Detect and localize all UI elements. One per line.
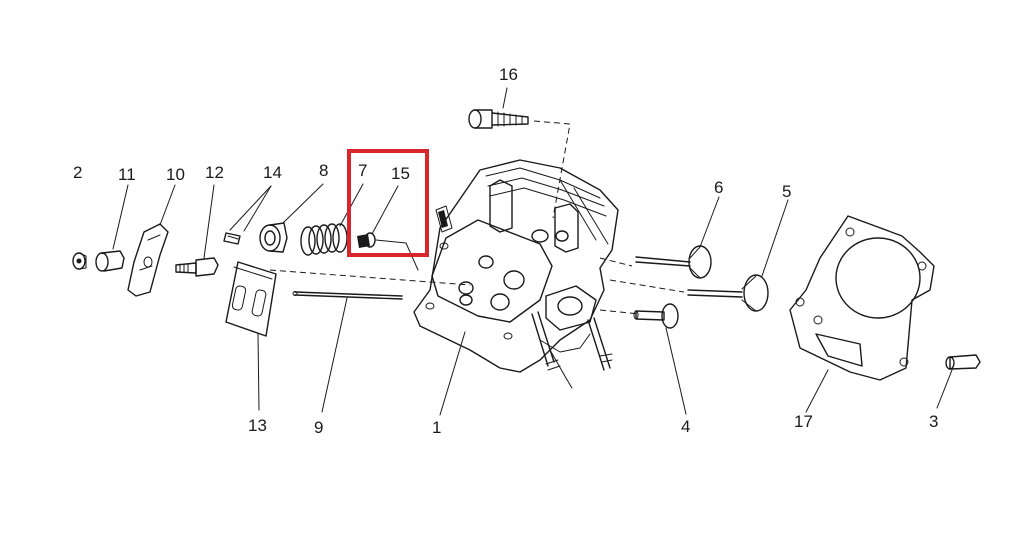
part-11-pivot xyxy=(95,250,125,272)
label-14: 14 xyxy=(263,163,282,182)
guide-5 xyxy=(609,279,685,293)
label-4: 4 xyxy=(681,417,690,436)
part-9-push-rod xyxy=(292,291,403,300)
highlight-box xyxy=(347,149,429,257)
part-3-dowel-pin xyxy=(945,354,981,370)
leader-3 xyxy=(936,369,953,409)
leader-14a xyxy=(229,185,272,231)
label-1: 1 xyxy=(432,418,441,437)
part-16-bolt xyxy=(468,109,529,129)
guide-16 xyxy=(533,120,571,219)
label-15: 15 xyxy=(391,164,410,183)
part-4-valve-guide xyxy=(633,303,679,329)
leader-7 xyxy=(339,183,364,227)
guide-9 xyxy=(269,269,471,286)
label-5: 5 xyxy=(782,182,791,201)
leader-17 xyxy=(805,369,829,413)
label-11: 11 xyxy=(118,165,136,184)
label-17: 17 xyxy=(794,412,813,431)
label-8: 8 xyxy=(319,161,328,180)
part-7-valve-spring xyxy=(300,223,348,256)
leader-5 xyxy=(761,199,789,277)
leader-9 xyxy=(321,297,348,413)
guide-6 xyxy=(599,257,633,267)
label-7: 7 xyxy=(358,161,367,180)
label-2: 2 xyxy=(73,163,82,182)
part-2-nut xyxy=(72,252,87,270)
part-13-rocker-plate xyxy=(225,261,277,337)
leader-10 xyxy=(159,184,176,226)
part-12-stud xyxy=(175,257,219,277)
leader-4 xyxy=(665,327,687,415)
leader-16 xyxy=(502,87,508,109)
guide-4 xyxy=(599,309,641,315)
leader-8 xyxy=(282,183,324,224)
guide-15 xyxy=(375,239,419,271)
leader-6 xyxy=(699,196,720,248)
part-8-spring-retainer xyxy=(259,222,288,253)
part-1-cylinder-head xyxy=(413,159,619,389)
leader-13 xyxy=(257,333,260,411)
label-6: 6 xyxy=(714,178,723,197)
label-12: 12 xyxy=(205,163,224,182)
part-17-head-gasket xyxy=(789,215,935,381)
part-6-exhaust-valve xyxy=(635,245,712,279)
leader-14b xyxy=(243,185,272,232)
leader-1 xyxy=(439,331,466,416)
label-13: 13 xyxy=(248,416,267,435)
part-15-stem-seal xyxy=(357,232,376,248)
part-5-intake-valve xyxy=(687,274,769,312)
part-10-rocker-arm xyxy=(127,223,169,297)
label-3: 3 xyxy=(929,412,938,431)
label-16: 16 xyxy=(499,65,518,84)
leader-11 xyxy=(112,184,129,250)
leader-12 xyxy=(203,184,215,259)
label-10: 10 xyxy=(166,165,185,184)
label-9: 9 xyxy=(314,418,323,437)
part-14-retainer-clips xyxy=(223,232,241,245)
leader-15 xyxy=(371,185,399,235)
